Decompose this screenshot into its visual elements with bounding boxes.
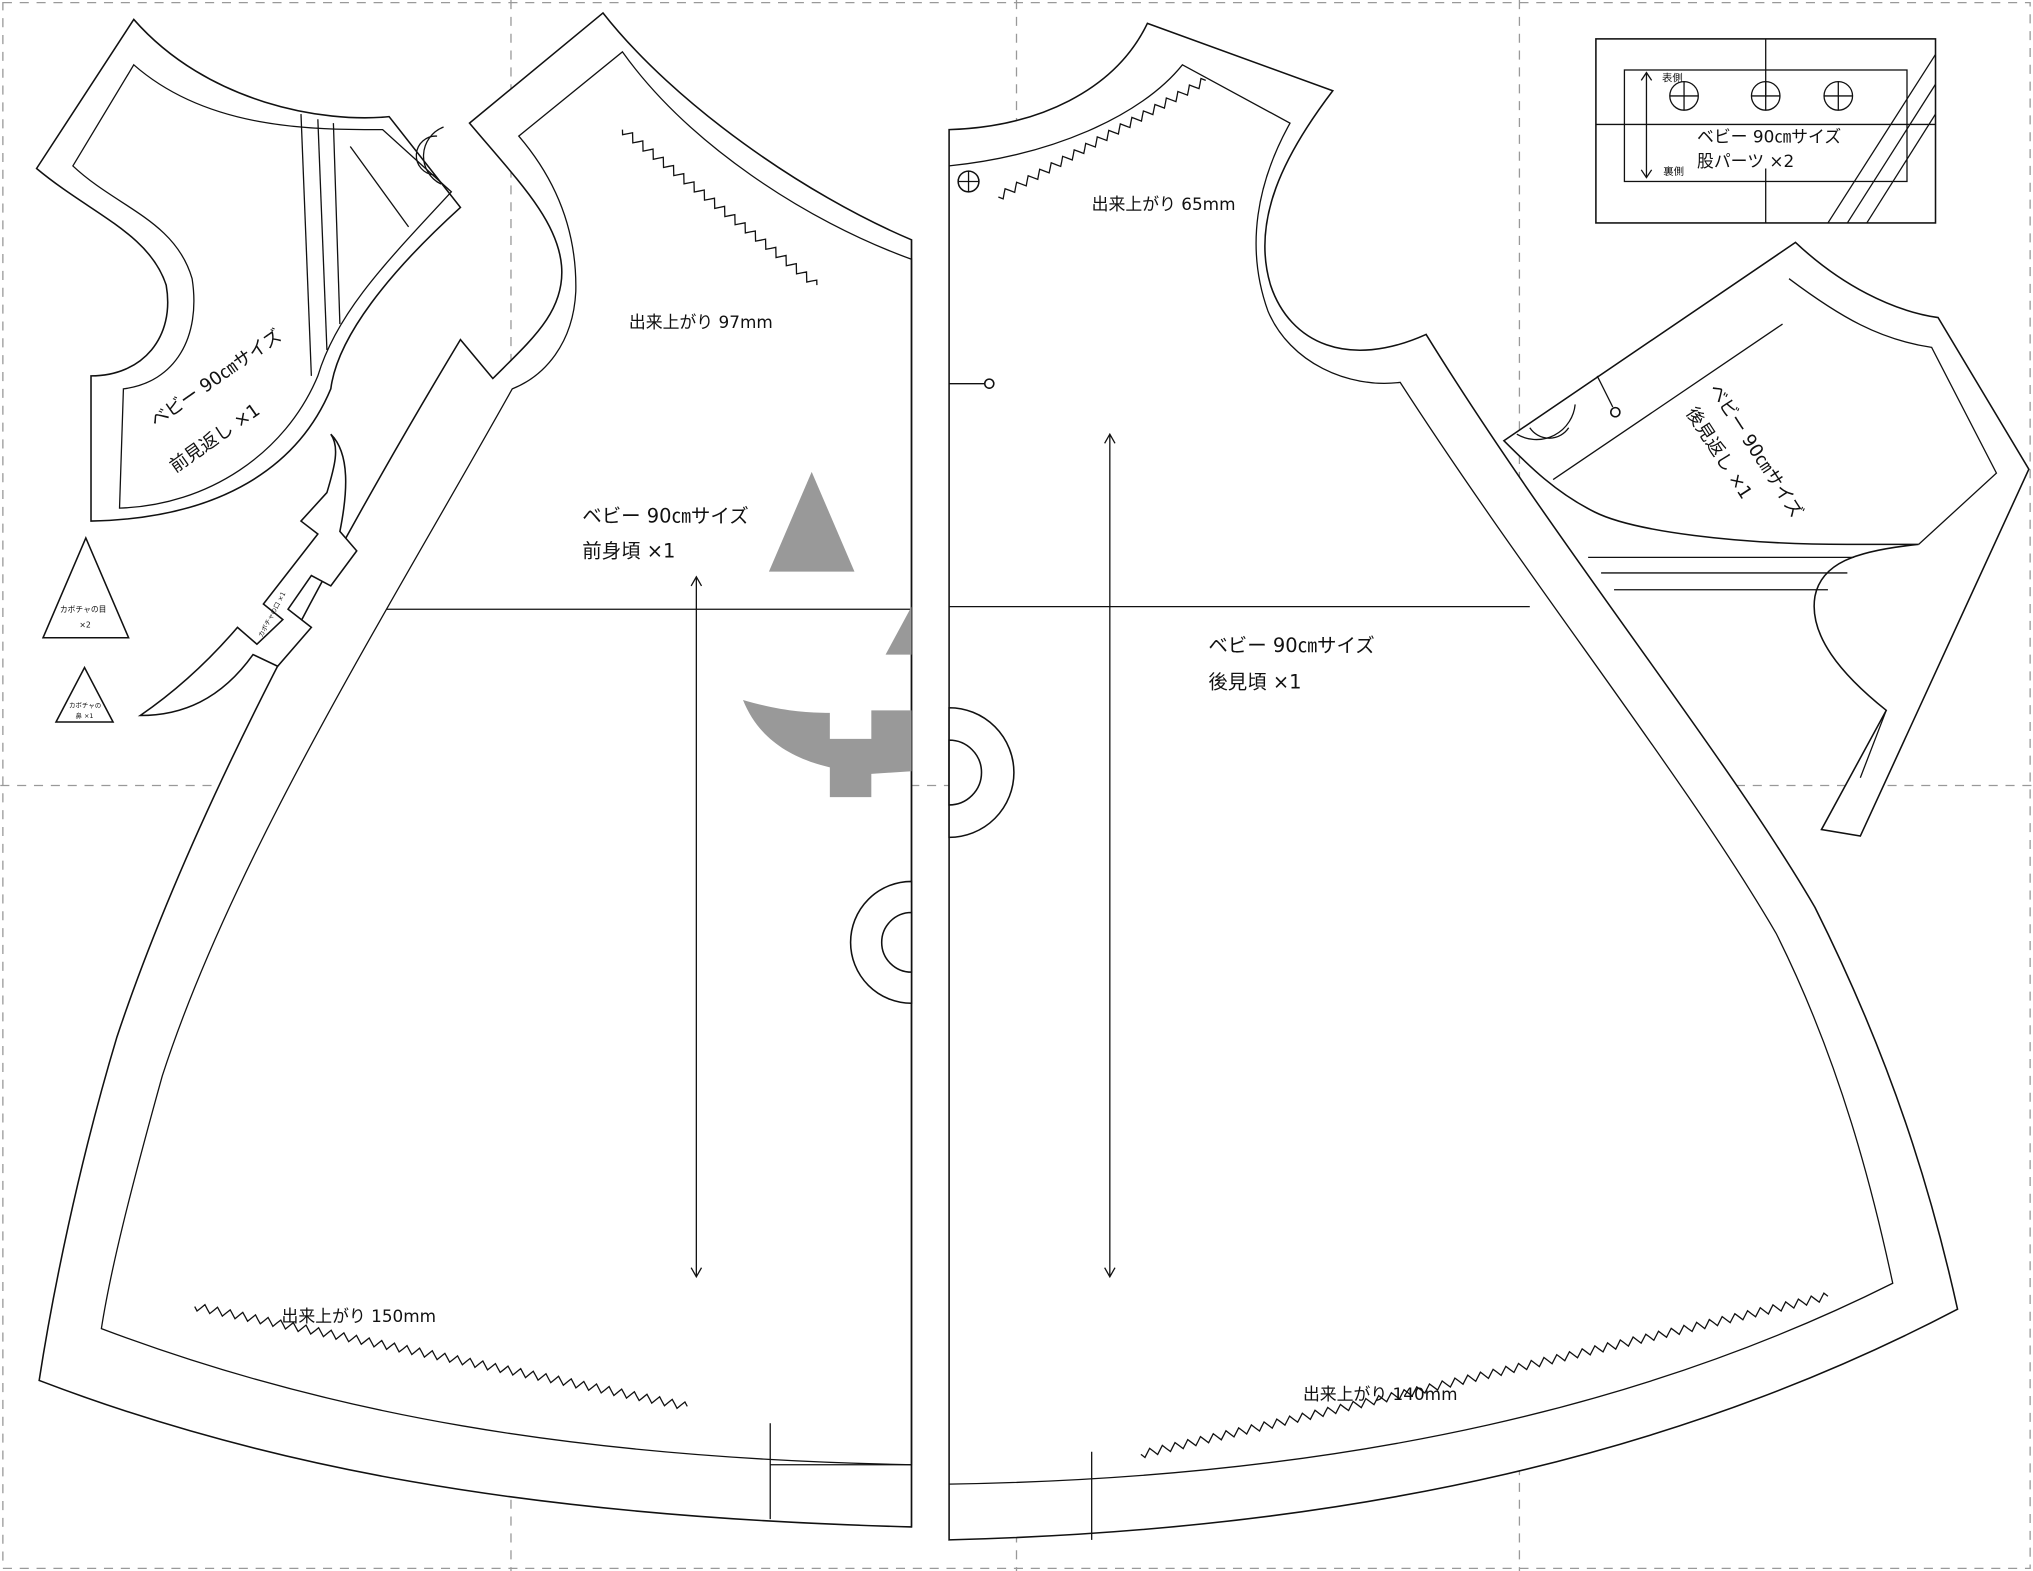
front-bodice-piece: 出来上がり 97mm 出来上がり 150mm ベビー 90㎝サイズ 前身頃 ×1 [38,11,913,1528]
crotch-part-subtitle: 股パーツ ×2 [1697,151,1794,171]
pumpkin-eye-count: ×2 [79,620,91,629]
pumpkin-eye-title: カボチャの目 [60,605,107,614]
grainline-arrow [1552,323,1783,481]
seam-wave-line [194,1303,688,1410]
back-bodice-title: ベビー 90㎝サイズ [1208,634,1374,657]
grainline-arrow [349,146,410,228]
pumpkin-nose-title: カボチャの [69,702,101,710]
front-bodice-title: ベビー 90㎝サイズ [582,504,748,527]
pumpkin-nose-piece: カボチャの 鼻 ×1 [54,665,115,723]
pumpkin-eye-piece: カボチャの目 ×2 [41,535,130,639]
pumpkin-nose-count: 鼻 ×1 [75,711,93,720]
back-finish-bottom: 出来上がり 140mm [1303,1384,1458,1404]
button-mark [957,170,980,193]
front-finish-top: 出来上がり 97mm [629,312,773,332]
back-side-label: 裏側 [1663,165,1684,178]
back-bodice-subtitle: 後見頃 ×1 [1208,670,1301,693]
back-finish-top: 出来上がり 65mm [1092,194,1236,214]
seam-wave-line [621,129,818,286]
back-facing-piece: ベビー 90㎝サイズ 後見返し ×1 [1502,241,2030,837]
front-finish-bottom: 出来上がり 150mm [282,1306,437,1326]
crotch-part-piece: 表側 裏側 ベビー 90㎝サイズ 股パーツ ×2 [1595,38,1937,224]
crotch-part-title: ベビー 90㎝サイズ [1697,127,1841,147]
seam-wave-line [1140,1292,1829,1459]
front-facing-piece: ベビー 90㎝サイズ 前見返し ×1 [35,18,462,522]
pumpkin-eye-mark [768,471,855,572]
front-side-label: 表側 [1662,72,1683,85]
pumpkin-mouth-mark [743,699,912,798]
back-bodice-piece: 出来上がり 65mm 出来上がり 140mm ベビー 90㎝サイズ 後見頃 ×1 [849,22,1959,1541]
button-marks [1669,81,1854,111]
front-bodice-subtitle: 前身頃 ×1 [582,539,675,562]
seam-wave-line [998,77,1206,200]
